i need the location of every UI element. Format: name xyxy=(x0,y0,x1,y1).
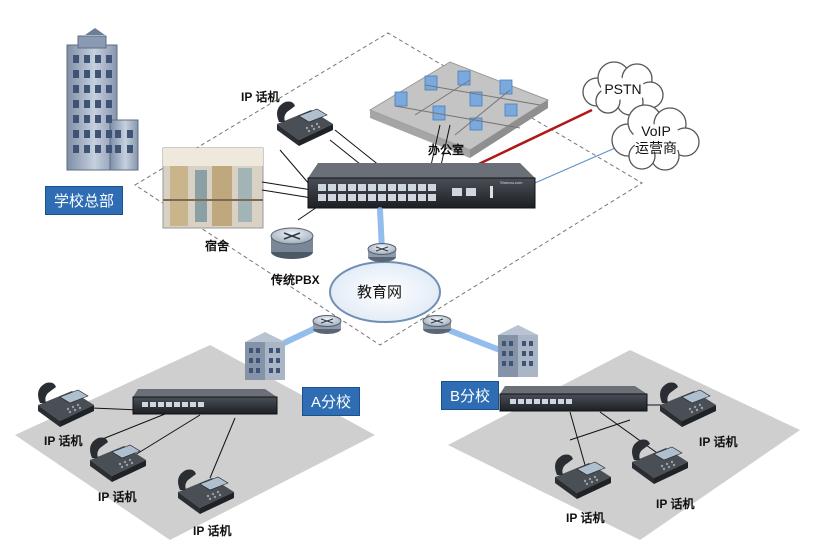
branch-a-phone-2-label: IP 话机 xyxy=(98,490,137,504)
hq-ip-phone-label: IP 话机 xyxy=(241,90,280,104)
pbx-router-icon xyxy=(270,227,314,259)
hq-label: 学校总部 xyxy=(45,186,124,215)
branch-a-platform xyxy=(15,345,375,540)
education-network-cloud xyxy=(329,261,441,323)
dormitory-photo xyxy=(162,147,264,229)
branch-b-phone-3-label: IP 话机 xyxy=(566,511,605,525)
branch-b-platform xyxy=(448,350,800,540)
dormitory-label: 宿舍 xyxy=(205,239,230,253)
office-label: 办公室 xyxy=(428,143,465,157)
branch-a-phone-3-label: IP 话机 xyxy=(193,524,232,538)
branch-a-phone-1-label: IP 话机 xyxy=(44,434,83,448)
education-network-label: 教育网 xyxy=(357,284,403,301)
core-switch-icon: Shenou.com xyxy=(307,163,536,209)
branch-b-building-icon xyxy=(498,325,538,377)
branch-a-building-icon xyxy=(245,332,285,380)
branch-b-switch-icon xyxy=(499,386,648,412)
pstn-link xyxy=(461,108,593,174)
branch-b-phone-1-label: IP 话机 xyxy=(699,435,738,449)
branch-a-label: A分校 xyxy=(302,387,361,416)
core-switch-brand: Shenou.com xyxy=(500,180,523,185)
voip-label-line2: 运营商 xyxy=(635,140,677,156)
hq-building-icon xyxy=(66,28,139,171)
voip-label-line1: VoIP xyxy=(641,123,671,139)
branch-b-label: B分校 xyxy=(441,381,500,410)
pbx-label: 传统PBX xyxy=(271,273,320,287)
voip-link xyxy=(527,144,623,187)
edu-router-left-icon xyxy=(312,315,342,334)
edu-router-top-icon xyxy=(367,243,397,262)
edu-router-right-icon xyxy=(422,315,452,334)
pstn-cloud-icon xyxy=(582,61,664,116)
pstn-label: PSTN xyxy=(604,81,642,97)
branch-b-phone-2-label: IP 话机 xyxy=(656,497,695,511)
branch-a-switch-icon xyxy=(132,389,278,415)
voip-cloud-icon xyxy=(611,104,700,171)
